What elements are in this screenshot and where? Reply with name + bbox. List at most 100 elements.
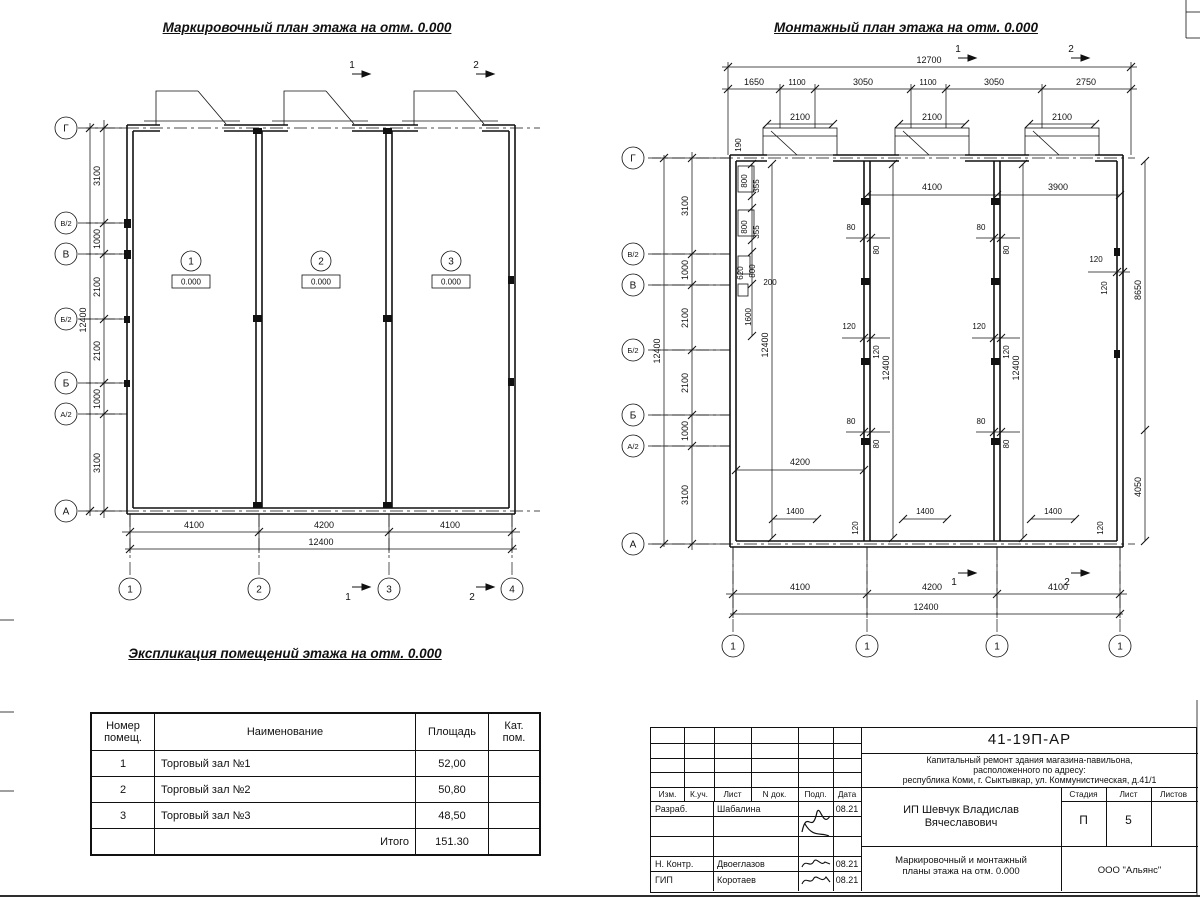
dim-label: 200 <box>763 278 777 287</box>
dim-label: 4200 <box>314 520 334 530</box>
axis-bubbles-rows <box>54 116 78 523</box>
axis-label: 1 <box>730 642 736 653</box>
section-label: 2 <box>469 592 475 603</box>
cell-room-area: 48,50 <box>415 802 489 829</box>
name-razrab: Шабалина <box>717 804 761 814</box>
divider <box>651 758 861 759</box>
axis-label: А <box>63 507 70 518</box>
elevation-mark: 0.000 <box>311 278 332 287</box>
dim-label: 355 <box>752 179 761 193</box>
divider <box>684 728 685 801</box>
dim-label: 4200 <box>790 457 810 467</box>
cell-empty <box>90 828 155 856</box>
sheet-title: Маркировочный и монтажный планы этажа на… <box>895 856 1027 877</box>
table-header-row: Номер помещ. Наименование Площадь Кат. п… <box>90 712 541 751</box>
role-gip: ГИП <box>655 875 673 885</box>
divider <box>861 753 1198 754</box>
table-row: 1 Торговый зал №1 52,00 <box>90 750 541 777</box>
header-name: Наименование <box>154 712 416 751</box>
table-total-row: Итого 151.30 <box>90 828 541 856</box>
axis-bubbles-rows <box>621 146 645 556</box>
cell-room-area: 52,00 <box>415 750 489 777</box>
name-gip: Коротаев <box>717 875 756 885</box>
date-nkontr: 08.21 <box>835 859 859 869</box>
axis-lines <box>648 157 1135 633</box>
cell-empty <box>488 828 541 856</box>
axis-label: 1 <box>864 642 870 653</box>
dim-label: 4100 <box>440 520 460 530</box>
divider <box>713 801 714 891</box>
dim-label: 2100 <box>92 341 102 361</box>
left-plan-title: Маркировочный план этажа на отм. 0.000 <box>162 20 452 35</box>
room-number: 2 <box>318 257 324 268</box>
divider <box>651 772 861 773</box>
section-arrow <box>1070 569 1090 577</box>
dim-label: 1400 <box>916 507 934 516</box>
total-value: 151.30 <box>415 828 489 856</box>
entrances <box>144 90 498 125</box>
project-description: Капитальный ремонт здания магазина-павил… <box>902 755 1157 786</box>
cell-room-name: Торговый зал №3 <box>154 802 416 829</box>
date-gip: 08.21 <box>835 875 859 885</box>
sheet-value: 5 <box>1125 814 1132 827</box>
dim-label: 1100 <box>788 78 806 87</box>
dim-label: 2100 <box>680 308 690 328</box>
axis-bubbles-cols <box>118 577 524 601</box>
company-name: ООО "Альянс" <box>1097 866 1162 876</box>
axis-label: 1 <box>127 585 133 596</box>
section-label: 1 <box>951 577 957 588</box>
axis-label: 3 <box>386 585 392 596</box>
client-name: ИП Шевчук Владислав Вячеславович <box>903 804 1019 829</box>
axis-label: 1 <box>1117 642 1123 653</box>
dim-label: 4100 <box>184 520 204 530</box>
right-plan: 12700 1650 1100 3050 1100 3050 2750 2100… <box>621 44 1150 658</box>
stage-label: Стадия <box>1069 790 1098 799</box>
role-razrab: Разраб. <box>655 804 688 814</box>
divider <box>861 787 1198 788</box>
axis-label: А/2 <box>60 410 71 419</box>
signature <box>801 876 831 885</box>
section-label: 1 <box>349 60 355 71</box>
dim-label: 120 <box>1089 255 1103 264</box>
axis-label: В <box>630 281 637 292</box>
dim-label: 80 <box>1002 245 1011 254</box>
divider <box>1061 787 1062 891</box>
wall-posts <box>861 198 1120 445</box>
section-label: 2 <box>1068 44 1074 55</box>
dim-label: 120 <box>872 345 881 359</box>
dim-lines <box>652 62 1146 618</box>
axis-lines <box>78 127 540 577</box>
stage-value: П <box>1079 814 1088 827</box>
cell-room-cat <box>488 750 541 777</box>
dim-label: 1400 <box>1044 507 1062 516</box>
dim-label: 4100 <box>1048 582 1068 592</box>
dim-label: 120 <box>842 322 856 331</box>
doc-number: 41-19П-АР <box>987 731 1072 748</box>
table-row: 3 Торговый зал №3 48,50 <box>90 802 541 829</box>
dim-label: 80 <box>847 417 856 426</box>
axis-label: А/2 <box>627 442 638 451</box>
divider <box>833 728 834 891</box>
section-arrow <box>351 583 371 591</box>
dim-label: 120 <box>1100 281 1109 295</box>
cell-room-number: 2 <box>90 776 155 803</box>
section-label: 1 <box>955 44 961 55</box>
divider <box>798 728 799 891</box>
signature <box>801 859 831 868</box>
col-podp: Подп. <box>804 790 827 799</box>
dim-label: 3100 <box>92 166 102 186</box>
axis-label: Б/2 <box>627 346 638 355</box>
cell-room-number: 3 <box>90 802 155 829</box>
dim-label: 80 <box>977 223 986 232</box>
cell-room-name: Торговый зал №2 <box>154 776 416 803</box>
cell-room-cat <box>488 776 541 803</box>
dim-label: 80 <box>872 439 881 448</box>
sheet-label: Лист <box>1119 790 1138 799</box>
section-arrow <box>1070 54 1090 62</box>
dim-label: 3100 <box>680 485 690 505</box>
divider <box>1106 787 1107 846</box>
axis-bubbles-cols <box>721 634 1132 658</box>
cell-room-number: 1 <box>90 750 155 777</box>
dim-label: 2100 <box>922 112 942 122</box>
